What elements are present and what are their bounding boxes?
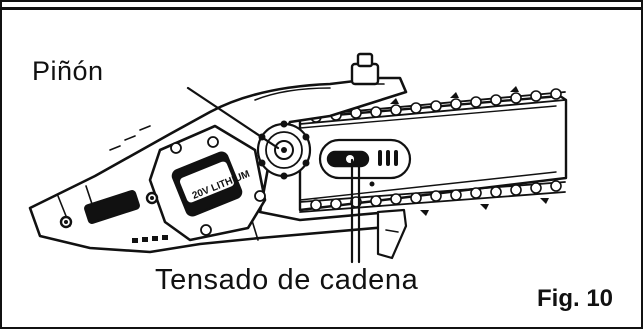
chain-tension-label: Tensado de cadena <box>155 264 418 297</box>
lower-bracket <box>378 210 406 258</box>
sprocket-label: Piñón <box>32 56 104 87</box>
figure-number: Fig. 10 <box>537 285 613 313</box>
